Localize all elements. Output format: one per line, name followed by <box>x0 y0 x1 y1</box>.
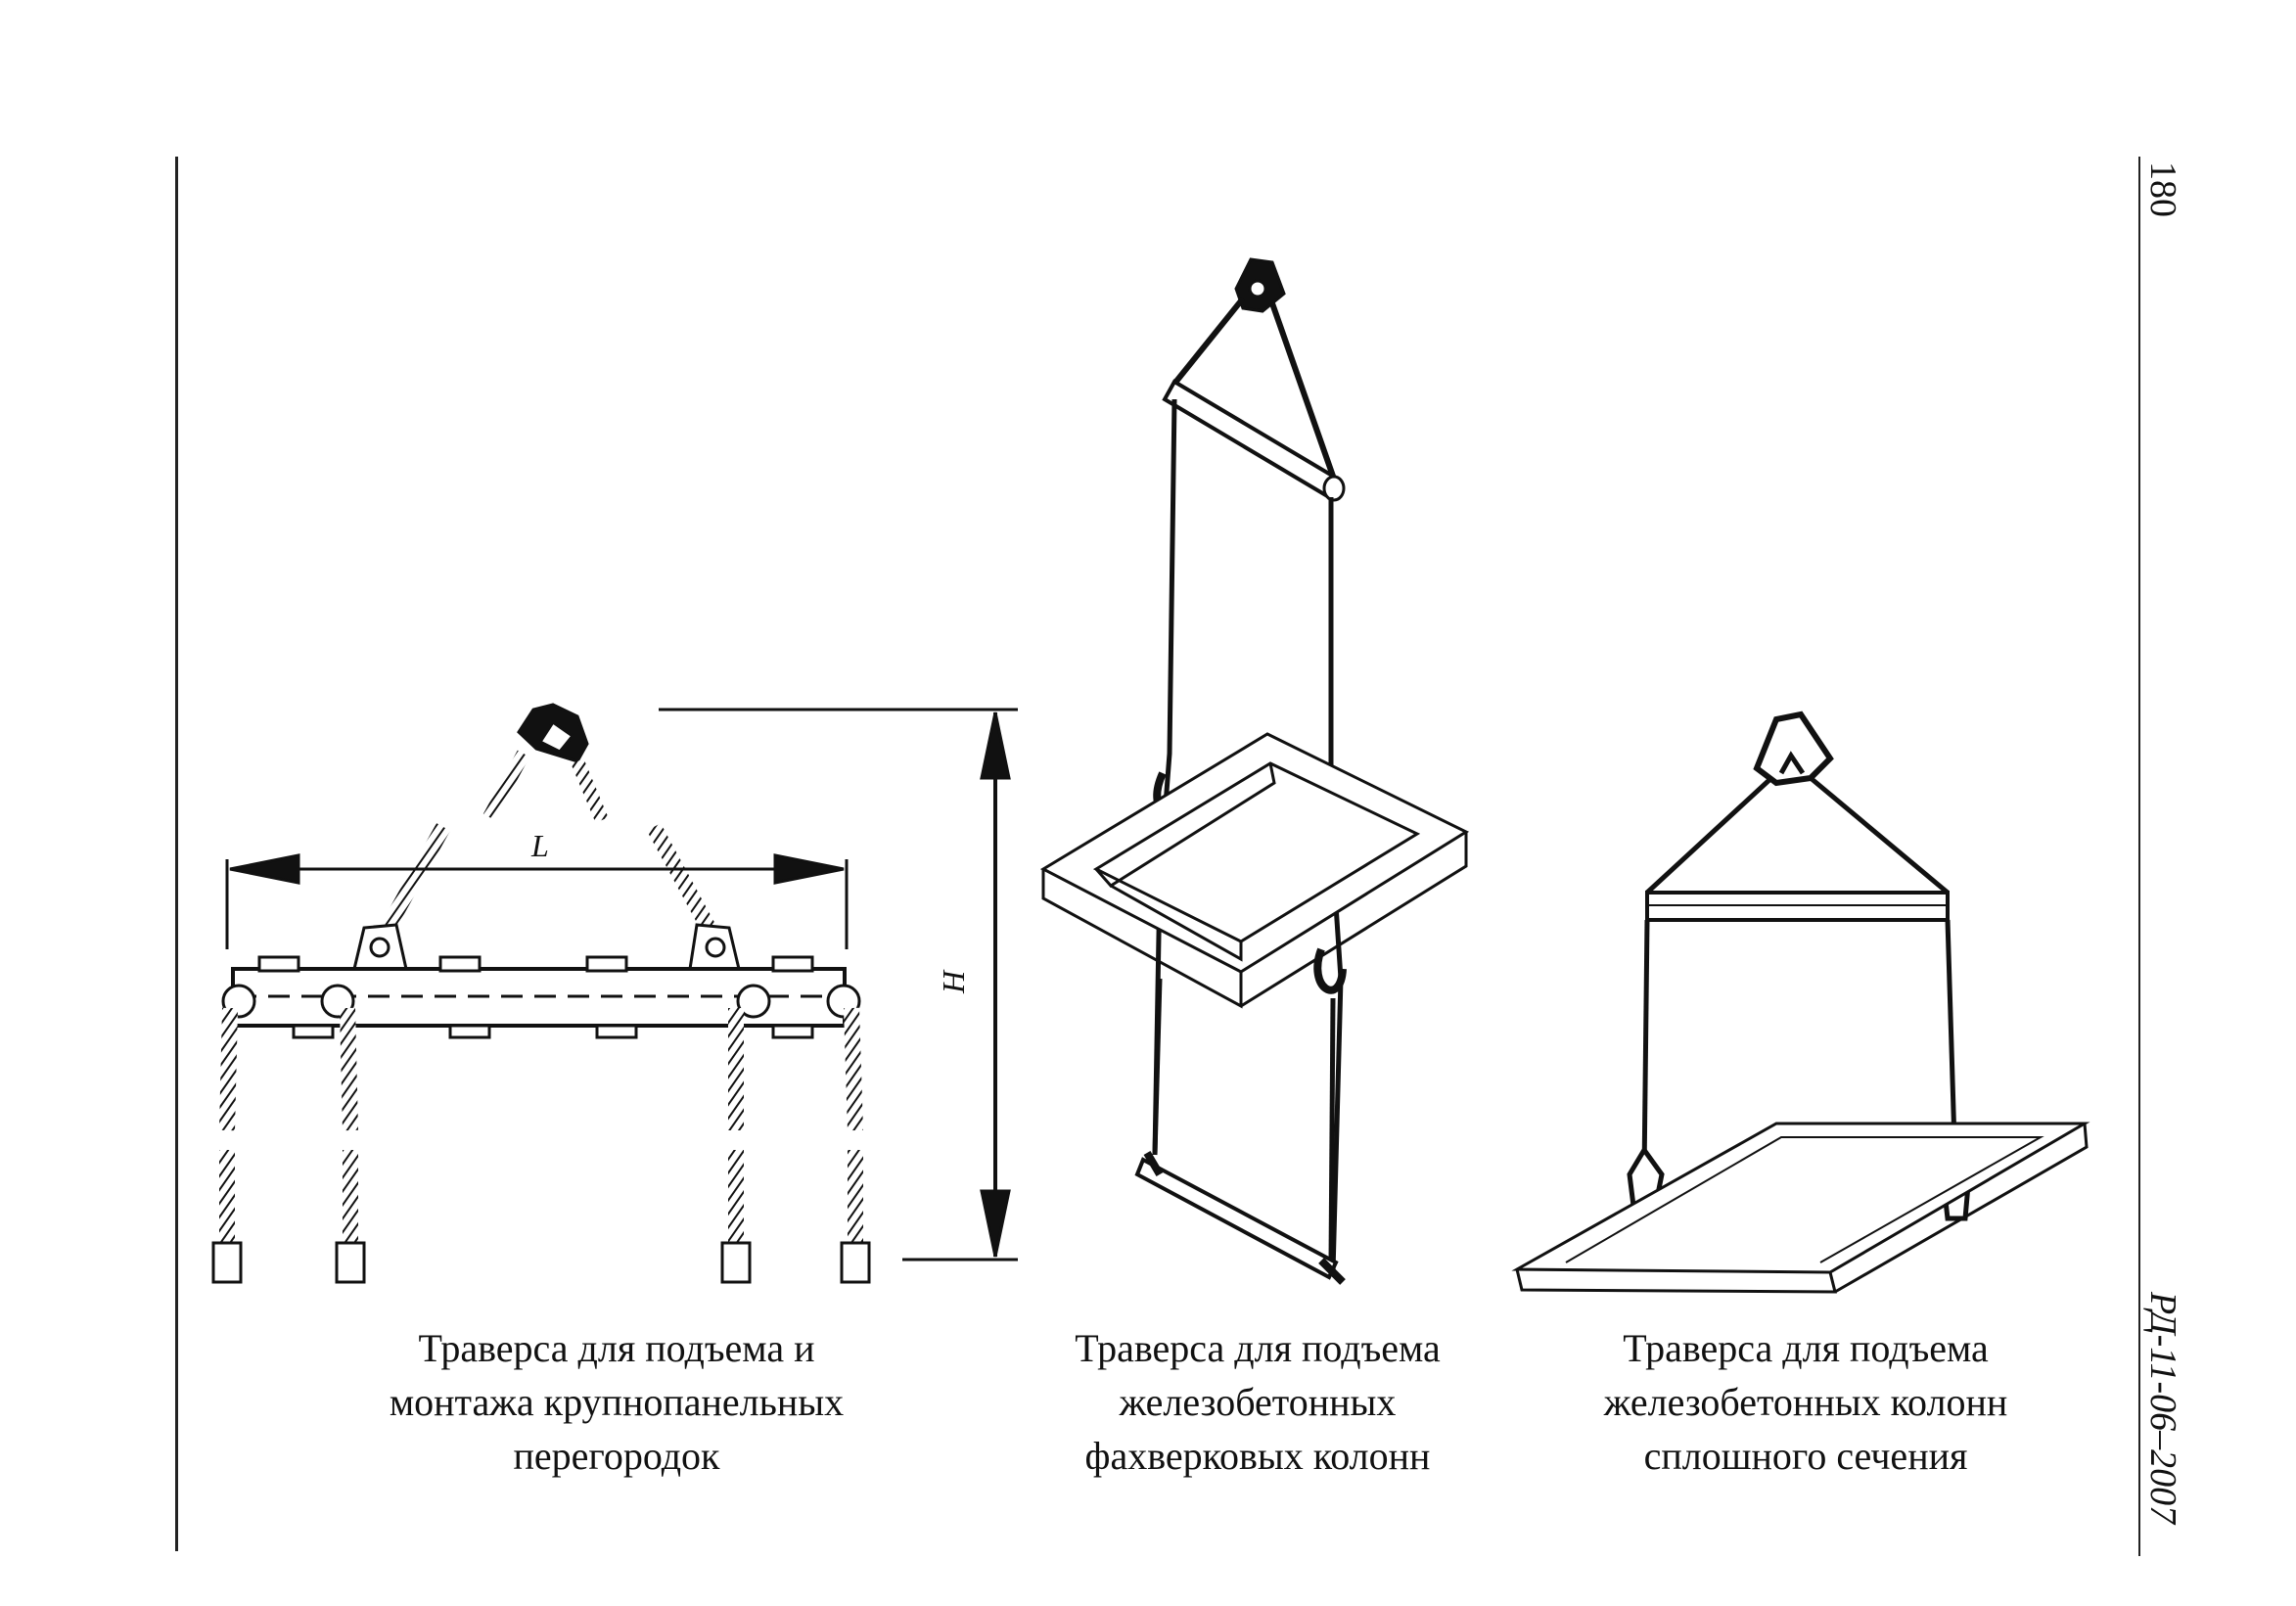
top-hook-icon <box>1234 257 1286 313</box>
right-margin-line <box>2138 157 2140 1556</box>
partition-traverse-figure: L <box>211 703 1018 1284</box>
caption-line: монтажа крупнопанельных <box>389 1380 845 1424</box>
caption-solid-column-traverse: Траверса для подъема железобетонных коло… <box>1537 1321 2075 1483</box>
beam-lugs <box>352 923 741 971</box>
caption-partition-traverse: Траверса для подъема и монтажа крупнопан… <box>323 1321 910 1483</box>
traverse-beam <box>221 955 861 1039</box>
caption-line: Траверса для подъема <box>1075 1326 1441 1370</box>
caption-line: Траверса для подъема <box>1623 1326 1989 1370</box>
solid-column-frame <box>1511 1122 2090 1294</box>
hanging-ropes <box>211 1007 871 1284</box>
dimension-l: L <box>225 828 849 949</box>
spreader-bar <box>1645 891 1950 922</box>
solid-column-traverse-figure <box>1511 711 2090 1294</box>
left-border-line <box>175 157 178 1551</box>
caption-frame-column-traverse: Траверса для подъема железобетонных фахв… <box>998 1321 1517 1483</box>
dimension-h-label: H <box>936 969 971 994</box>
dimension-l-label: L <box>530 828 549 863</box>
caption-line: железобетонных колонн <box>1603 1380 2008 1424</box>
caption-line: фахверковых колонн <box>1084 1434 1431 1478</box>
dimension-h: H <box>659 708 1018 1262</box>
caption-line: сплошного сечения <box>1643 1434 1968 1478</box>
caption-line: железобетонных <box>1119 1380 1397 1424</box>
sling-left <box>379 823 451 934</box>
top-hook-icon <box>1753 711 1834 787</box>
column-frame <box>1039 732 1470 1009</box>
caption-line: Траверса для подъема и <box>418 1326 815 1370</box>
sling-right <box>646 823 717 934</box>
bottom-spreader-bar <box>1134 1157 1339 1280</box>
caption-line: перегородок <box>513 1434 720 1478</box>
top-spreader-bar <box>1162 379 1342 500</box>
lifting-hook-icon <box>482 703 609 823</box>
frame-column-traverse-figure <box>1039 257 1470 1285</box>
